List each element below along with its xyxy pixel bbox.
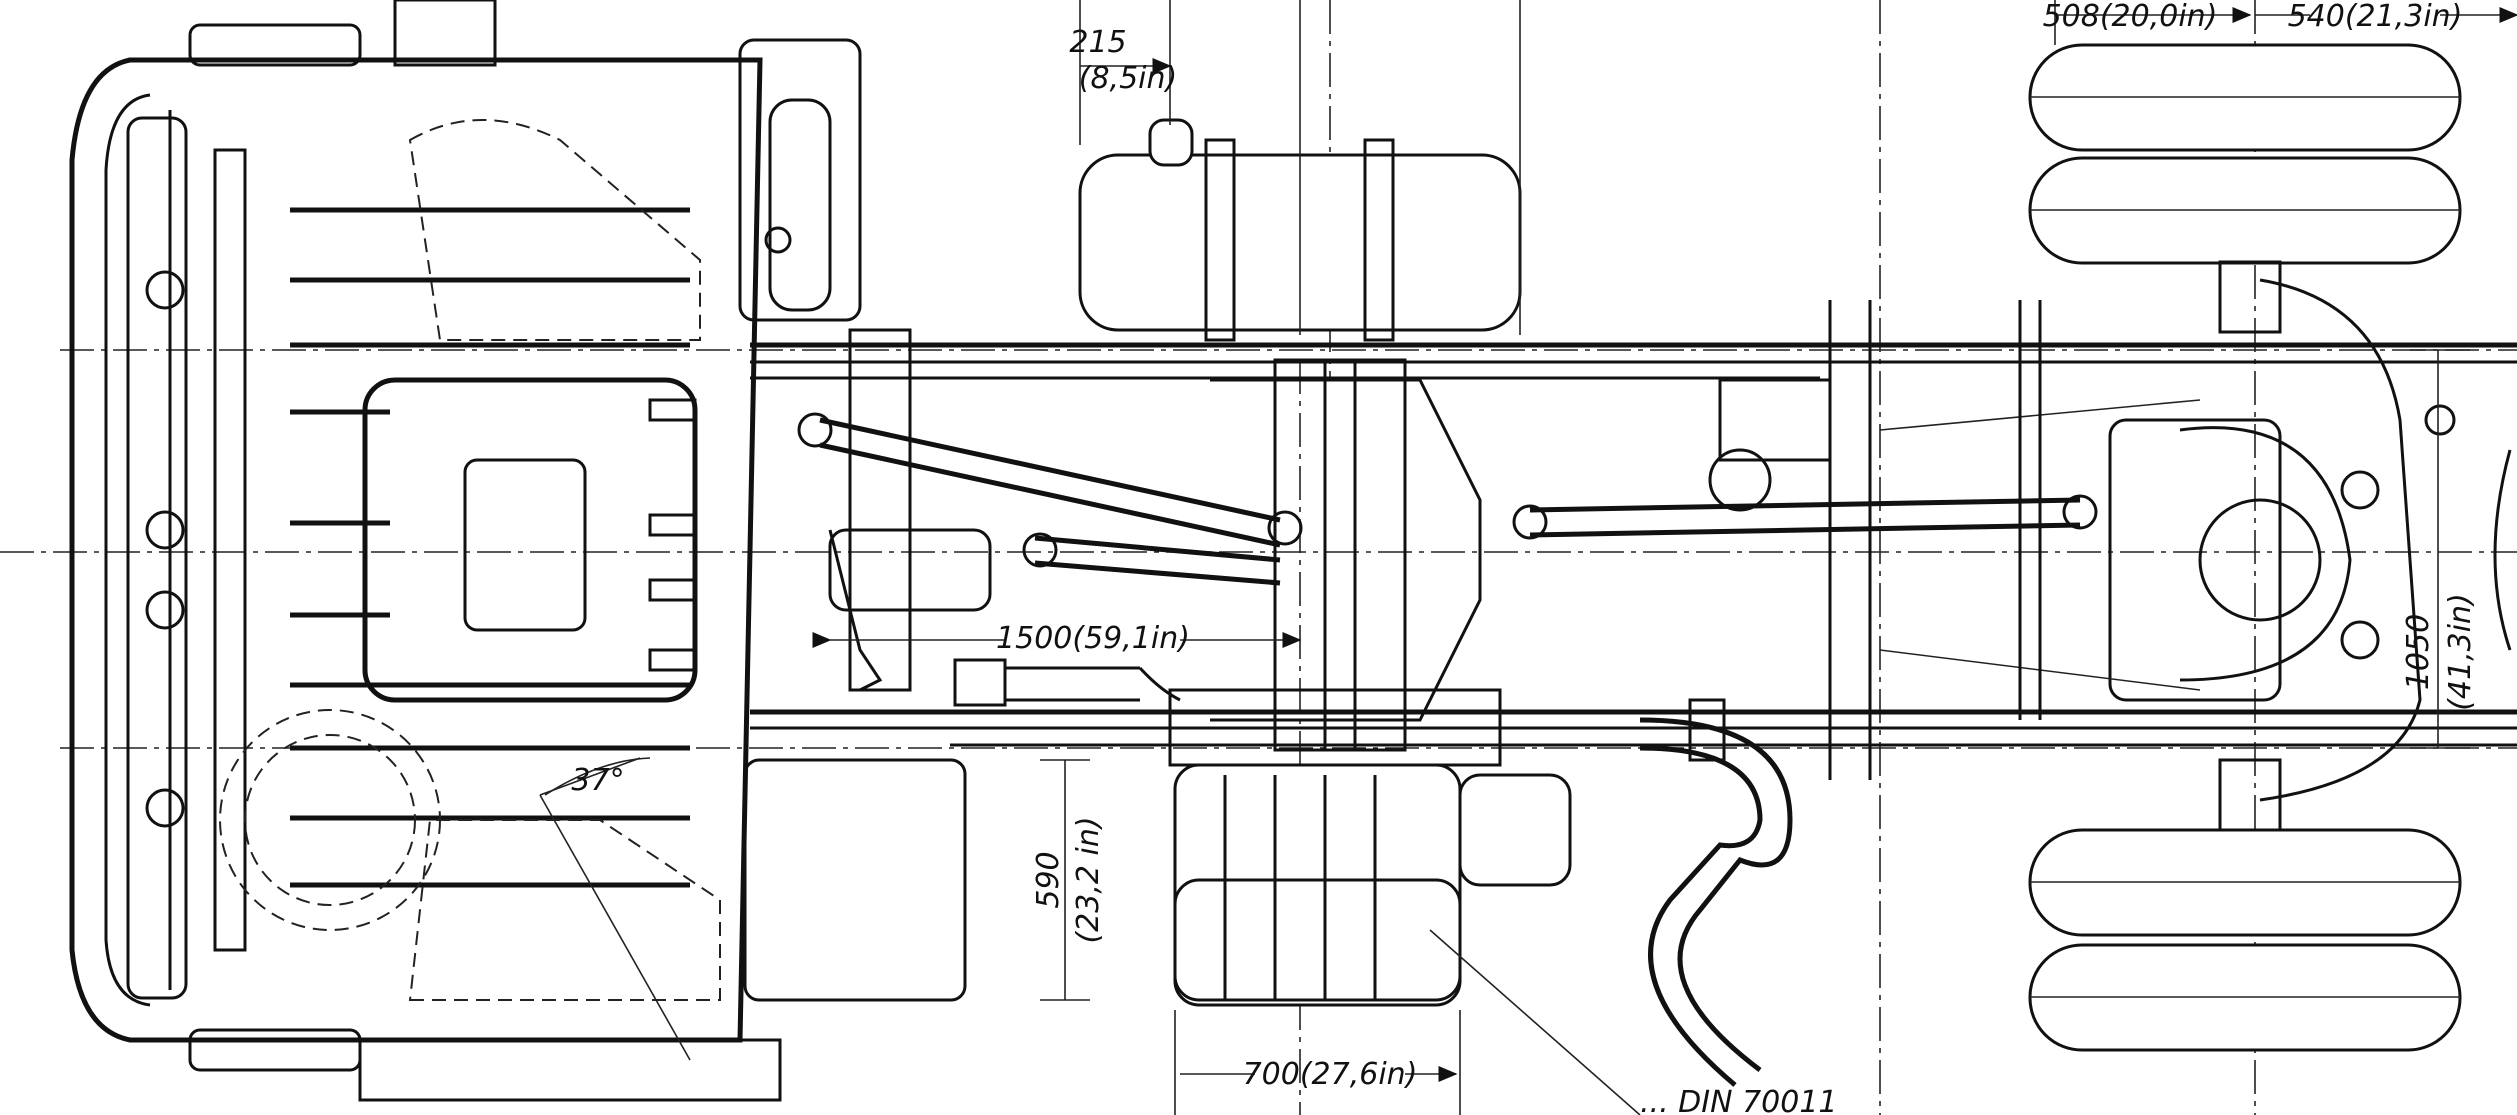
dim-rear-track-unit: (41,3in): [2443, 593, 2478, 711]
exhaust-pipe: [1639, 698, 1793, 1087]
frame-rails: [750, 342, 2517, 747]
steering-box: [738, 38, 967, 1002]
engine: [219, 119, 721, 1061]
battery-boxes: [1173, 763, 1641, 1115]
cab: [69, 0, 782, 1102]
bottom-note: ... DIN 70011: [1640, 1085, 1838, 1115]
dim-tank-depth-unit: (23,2 in): [1071, 816, 1106, 943]
propshafts: [797, 412, 2098, 707]
dim-fuel-cap-unit: (8,5in): [1079, 61, 1177, 96]
dim-propshaft-length: 1500(59,1in): [996, 621, 1190, 656]
dim-rear-track-value: 1050: [2401, 614, 2436, 690]
dim-tank-depth-value: 590: [1031, 851, 1066, 908]
dim-fuel-cap-value: 215: [1069, 25, 1126, 60]
crossmember-gearbox: [828, 358, 1502, 767]
rear-wheels: [2028, 43, 2462, 1052]
rear-axle: [1708, 278, 2512, 802]
fuel-tank: [1078, 0, 1522, 342]
dim-tank-width: 700(27,6in): [1243, 1057, 1418, 1092]
dim-angle: 37°: [571, 763, 624, 798]
dimension-lines: [544, 0, 2517, 1115]
dim-rear-offset-right: 540(21,3in): [2288, 0, 2463, 34]
dim-rear-offset-left: 508(20,0in): [2043, 0, 2218, 34]
